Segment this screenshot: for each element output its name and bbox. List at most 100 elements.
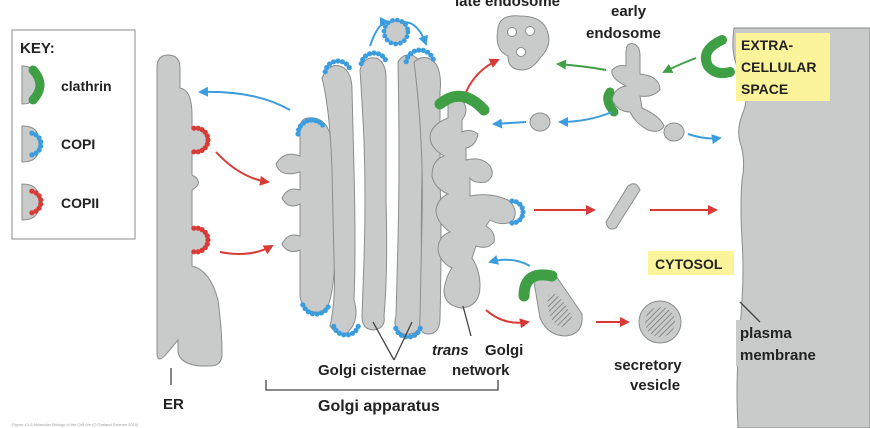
coat-dot (393, 325, 399, 331)
late-endosome: late endosome (455, 0, 560, 71)
coat-dot (318, 310, 324, 316)
trans-label-italic: trans (432, 342, 469, 359)
key-box: KEY: clathrin COPI COPII (11, 29, 136, 240)
secretory-vesicle-label-2: vesicle (630, 377, 680, 394)
coat-dot (407, 334, 413, 340)
coat-dot (324, 64, 330, 71)
coat-dot (325, 304, 331, 310)
golgi-cisternae (275, 17, 442, 340)
coat-dot (322, 307, 328, 314)
plasma-membrane-label-bg (736, 320, 836, 366)
coat-dot (430, 56, 436, 62)
coat-dot (195, 249, 201, 255)
key-label-copii: COPII (61, 195, 99, 211)
network-label: network (452, 362, 510, 379)
transport-vesicle (605, 183, 641, 230)
extracellular-label-3: SPACE (741, 81, 788, 97)
coat-dot (320, 122, 326, 128)
coat-dot (381, 28, 387, 34)
coat-dot (398, 332, 405, 338)
figure-caption: Figure 13-3 Molecular Biology of the Cel… (12, 422, 139, 427)
coat-dot (33, 208, 39, 214)
extracellular-label-2: CELLULAR (741, 59, 816, 75)
coat-dot (195, 225, 201, 231)
coat-dot (327, 61, 333, 67)
coat-dot (416, 47, 422, 53)
coat-dot (363, 53, 369, 59)
trans-golgi-network: trans Golgi network (429, 90, 526, 379)
coat-dot (335, 58, 341, 64)
coat-dot (399, 19, 405, 24)
coat-dot (390, 18, 395, 23)
key-item-copi: COPI (21, 125, 95, 163)
plasma-membrane-label-2: membrane (740, 347, 816, 364)
coat-dot (393, 41, 398, 47)
cis-cisterna (275, 117, 337, 313)
coat-dot (195, 149, 201, 155)
tgn-copi-coat (509, 198, 526, 226)
coat-dot (339, 59, 345, 65)
arrow-early-endosome-to-tgn (492, 118, 527, 129)
coat-dot (405, 26, 410, 32)
coat-dot (424, 49, 431, 55)
coat-dot (29, 152, 35, 158)
coat-dot (375, 51, 381, 57)
coat-dot (382, 56, 388, 63)
coat-dot (341, 332, 347, 338)
coat-dot (29, 210, 35, 216)
coat-dot (191, 225, 197, 231)
er-label: ER (163, 396, 184, 413)
coat-dot (371, 50, 377, 56)
coat-dot (379, 53, 385, 59)
trans-golgi-label: Golgi (485, 342, 523, 359)
copi-coat-icon (29, 130, 44, 158)
coat-dot (509, 198, 515, 204)
arrow-granule-to-tgn (488, 255, 531, 267)
coat-dot (300, 302, 306, 308)
coat-dot (411, 48, 417, 54)
extracellular-highlight (736, 33, 830, 101)
plasma-membrane-label-1: plasma (740, 325, 792, 342)
coat-dot (353, 327, 359, 333)
coat-dot (295, 131, 301, 137)
coat-dot (304, 118, 310, 124)
coat-dot (513, 219, 519, 225)
arrow-golgi-to-er (198, 86, 291, 111)
coat-dot (38, 143, 44, 149)
coat-dot (509, 220, 515, 226)
cisterna-3 (359, 57, 388, 331)
cisterna-2 (321, 65, 357, 335)
early-endosome: early endosome (586, 3, 665, 132)
key-label-clathrin: clathrin (61, 78, 112, 94)
coat-dot (322, 69, 328, 75)
coat-dot (36, 193, 42, 199)
coat-dot (199, 247, 205, 253)
late-endosome-label: late endosome (455, 0, 560, 10)
cytosol-label-box: CYTOSOL (648, 251, 734, 275)
coat-dot (417, 325, 423, 331)
coat-dot (305, 309, 311, 315)
endocytic-vesicle (663, 122, 685, 142)
coat-dot (205, 137, 211, 143)
coat-dot (405, 54, 411, 60)
secretory-vesicle: secretory vesicle (614, 300, 682, 394)
coat-dot (199, 147, 205, 153)
extracellular-label-1: EXTRA- (741, 37, 793, 53)
coat-dot (343, 61, 349, 67)
coat-dot (191, 149, 197, 155)
plasma-membrane-clathrin (700, 35, 735, 79)
coat-dot (302, 306, 308, 312)
late-endosome-membrane (496, 15, 550, 71)
coat-dot (195, 125, 201, 131)
coat-dot (29, 130, 35, 136)
coat-dot (382, 24, 388, 29)
secretory-vesicle-label-1: secretory (614, 357, 682, 374)
golgi-apparatus-label: Golgi apparatus (318, 398, 440, 415)
golgi-apparatus-bracket: Golgi apparatus (265, 380, 499, 415)
coat-dot (346, 64, 352, 71)
coat-dot (333, 327, 339, 333)
arrow-er-to-golgi-lower (219, 245, 274, 255)
coat-dot (331, 59, 337, 65)
coat-dot (520, 209, 526, 215)
